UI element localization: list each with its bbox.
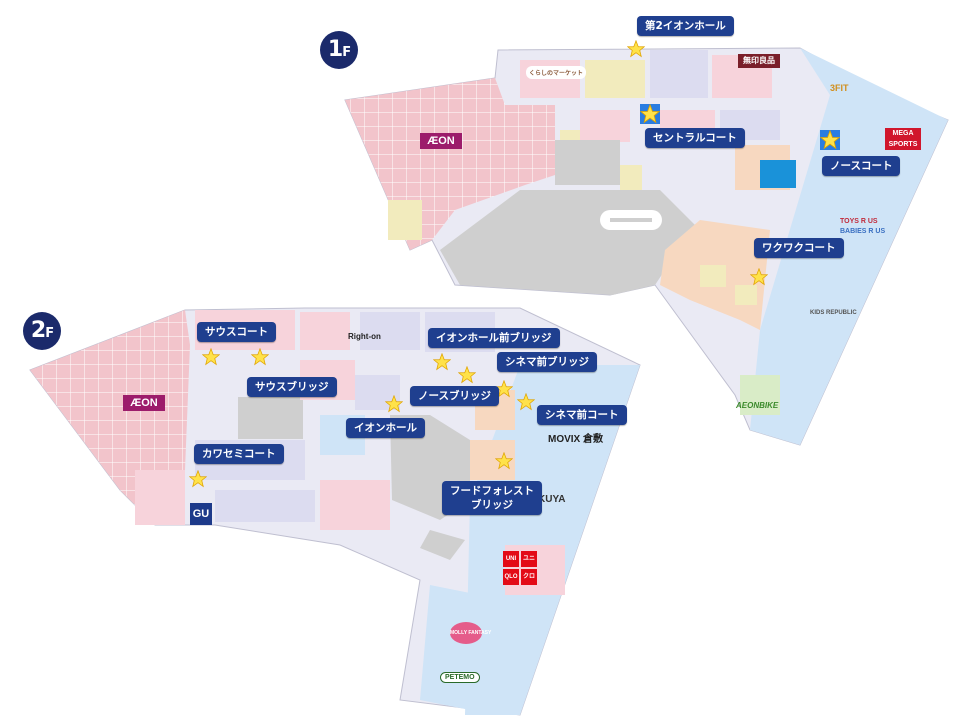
spot-kawasemi-court[interactable]: カワセミコート	[194, 444, 284, 464]
petemo-logo: PETEMO	[440, 672, 480, 683]
star-icon	[433, 353, 451, 371]
toys-r-us-logo: TOYS R US	[840, 218, 878, 225]
aeonbike-logo: AEONBIKE	[736, 401, 779, 410]
spot-north-bridge[interactable]: ノースブリッジ	[410, 386, 499, 406]
star-icon-shape	[819, 129, 841, 150]
uniqlo-logo-br: クロ	[521, 569, 537, 585]
spot-food-forest-bridge-line2: ブリッジ	[471, 499, 513, 511]
spot-food-forest-bridge[interactable]: フードフォレスト ブリッジ	[442, 481, 542, 515]
floor-label-1f: 1	[327, 37, 343, 62]
molly-fantasy-logo: MOLLY FANTASY	[450, 622, 491, 644]
spot-wakuwaku-court[interactable]: ワクワクコート	[754, 238, 844, 258]
star-icon	[639, 103, 661, 124]
floor-suffix-1f: F	[342, 45, 351, 60]
uniqlo-logo-bl: QLO	[503, 569, 519, 585]
floor-suffix-2f: F	[45, 326, 54, 341]
star-icon-shape	[639, 103, 661, 124]
kikuya-logo: KIKUYA	[528, 494, 566, 505]
floor-badge-1f: 1F	[320, 31, 358, 69]
spot-south-bridge[interactable]: サウスブリッジ	[247, 377, 337, 397]
spot-cinema-front-bridge[interactable]: シネマ前ブリッジ	[497, 352, 597, 372]
star-icon	[189, 470, 207, 488]
spot-south-court[interactable]: サウスコート	[197, 322, 276, 342]
star-icon	[495, 452, 513, 470]
spot-food-forest-bridge-line1: フードフォレスト	[450, 485, 534, 497]
star-icon	[627, 40, 645, 58]
mega-sports-logo: MEGA SPORTS	[885, 128, 921, 150]
kids-republic-logo: KIDS REPUBLIC	[810, 310, 857, 316]
uniqlo-logo: UNI QLO ユニ クロ	[503, 551, 537, 585]
spot-cinema-front-court[interactable]: シネマ前コート	[537, 405, 627, 425]
gu-logo: GU	[190, 503, 212, 525]
star-icon	[251, 348, 269, 366]
uniqlo-logo-tl: UNI	[503, 551, 519, 567]
fit-logo: 3FIT	[830, 83, 849, 93]
star-icon	[385, 395, 403, 413]
star-icon	[202, 348, 220, 366]
star-icon	[819, 129, 841, 150]
uniqlo-logo-tr: ユニ	[521, 551, 537, 567]
floor-label-2f: 2	[30, 318, 46, 343]
spot-aeon-hall[interactable]: イオンホール	[346, 418, 425, 438]
spot-north-court[interactable]: ノースコート	[822, 156, 901, 176]
kurashi-logo: くらしのマーケット	[526, 66, 587, 79]
star-icon	[517, 393, 535, 411]
spot-aeon-hall-front-bridge[interactable]: イオンホール前ブリッジ	[428, 328, 560, 348]
spot-second-aeon-hall[interactable]: 第2イオンホール	[637, 16, 734, 36]
star-icon	[750, 268, 768, 286]
righton-logo: Right-on	[348, 332, 381, 341]
babies-r-us-logo: BABIES R US	[840, 228, 886, 235]
muji-logo: 無印良品	[738, 54, 780, 68]
movix-logo: MOVIX 倉敷	[548, 434, 604, 445]
aeon-logo-1f: ÆON	[420, 133, 462, 149]
star-icon	[458, 366, 476, 384]
floor-badge-2f: 2F	[23, 312, 61, 350]
aeon-logo-2f: ÆON	[123, 395, 165, 411]
spot-central-court[interactable]: セントラルコート	[645, 128, 745, 148]
